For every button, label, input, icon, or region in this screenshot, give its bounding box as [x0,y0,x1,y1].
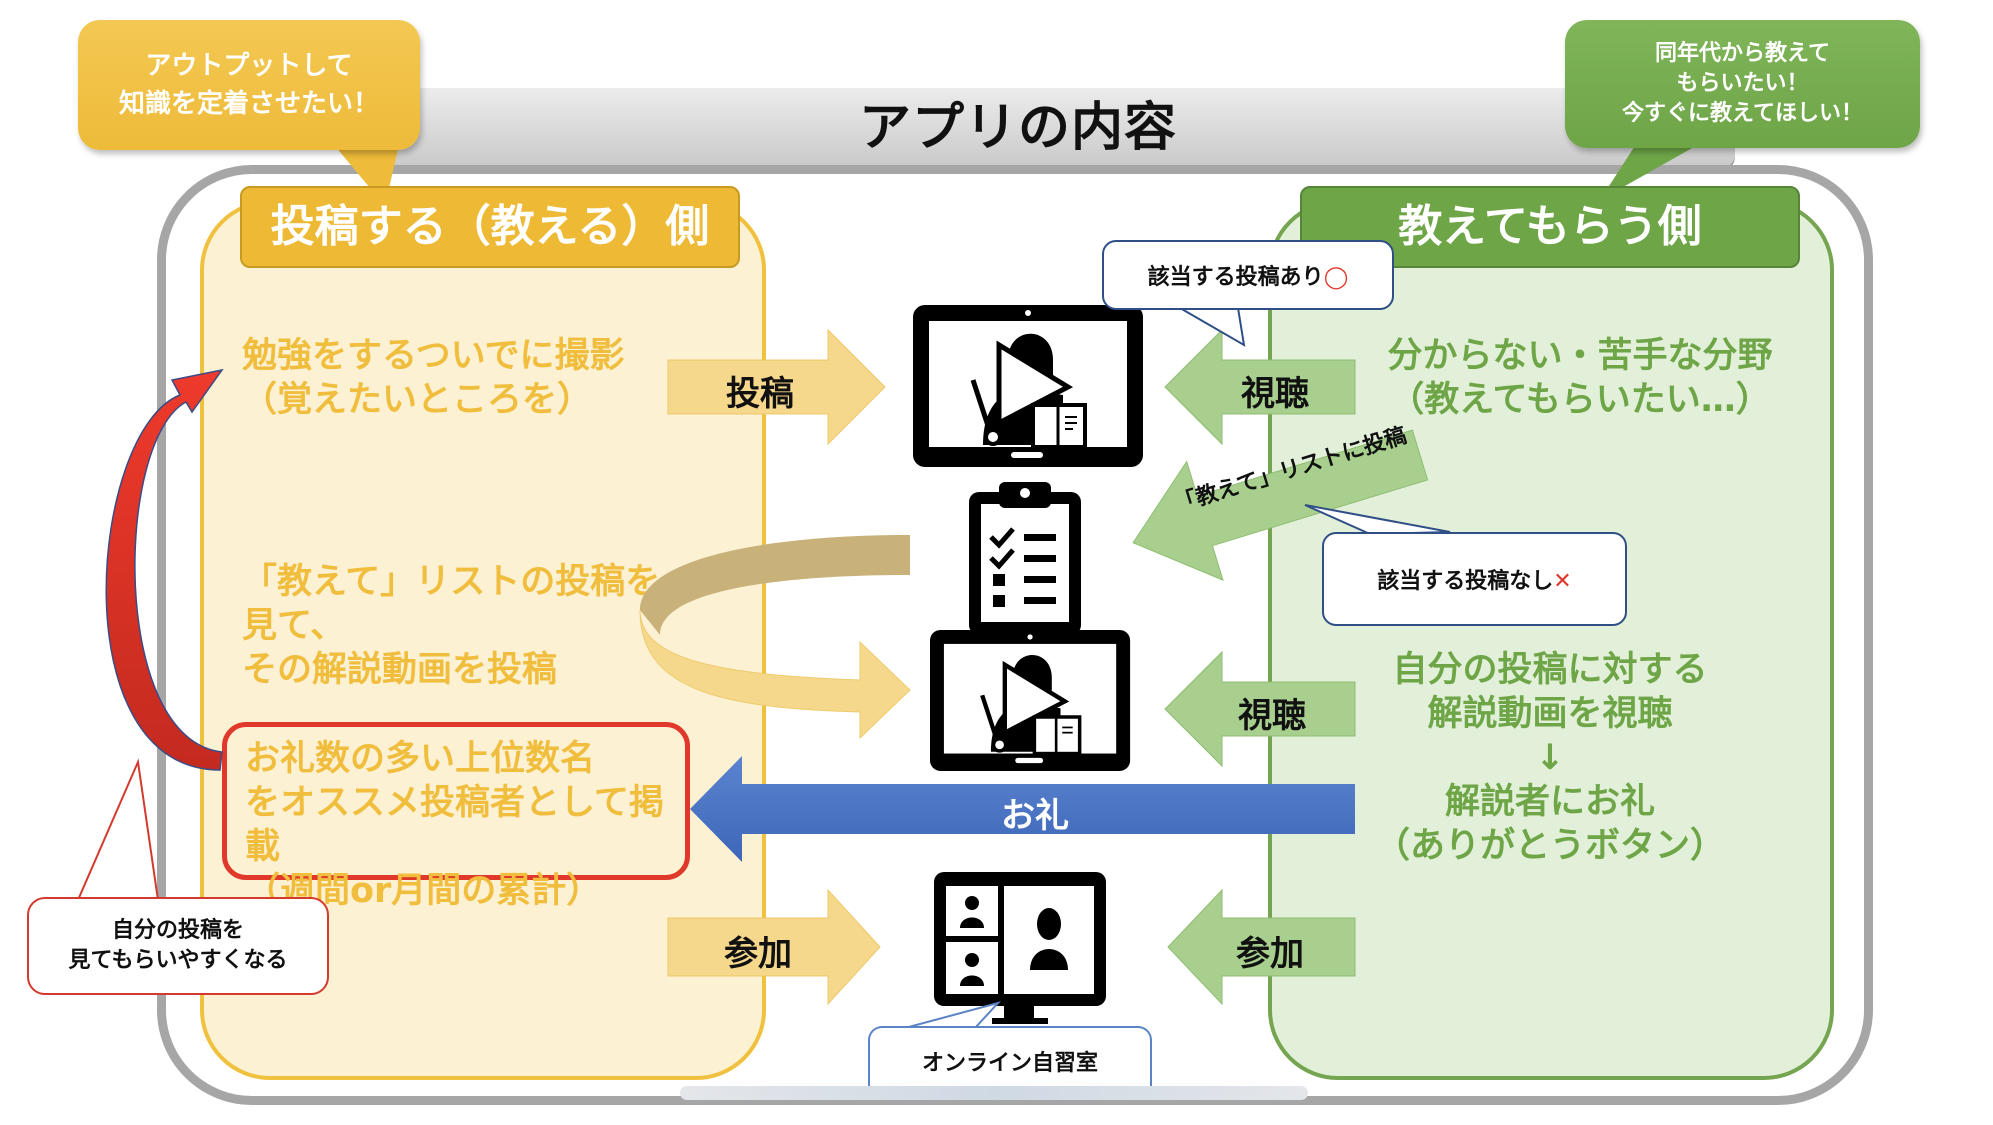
learner-motivation-bubble: 同年代から教えて もらいたい！ 今すぐに教えてほしい！ [1565,20,1920,148]
clipboard-checklist-icon [969,482,1081,635]
join-arrow-right-label: 参加 [1236,934,1304,974]
post-found-label: 該当する投稿あり [1147,265,1324,290]
learner-step-watch-thank: 自分の投稿に対する 解説動画を視聴 ↓ 解説者にお礼 （ありがとうボタン） [1320,648,1780,868]
watch-arrow-top [1164,328,1356,446]
learner-panel [1268,200,1834,1080]
video-tablet-icon [930,630,1131,771]
text-line: お礼数の多い上位数名 [245,739,596,779]
not-found-callout-tail [1304,504,1451,536]
teacher-motivation-bubble: アウトプットして 知識を定着させたい！ [78,20,420,150]
post-arrow-label: 投稿 [726,374,794,414]
text-line: 解説者にお礼 [1444,782,1655,822]
watch-arrow-top-label: 視聴 [1241,374,1309,414]
bubble-line: アウトプットして [145,51,353,81]
bubble-line: 知識を定着させたい！ [118,89,379,119]
text-line: 分からない・苦手な分野 [1387,336,1773,376]
request-list-arrow [1132,429,1429,581]
page-title: アプリの内容 [858,98,1177,158]
visibility-callout: 自分の投稿を 見てもらいやすくなる [27,897,329,995]
post-arrow [667,328,886,446]
title-bar [380,88,1735,168]
join-arrow-left-label: 参加 [724,934,792,974]
video-conference-monitor-icon [934,872,1106,1024]
join-arrow-right [1167,888,1356,1006]
horizontal-scrollbar[interactable] [680,1086,1308,1100]
post-found-text: 該当する投稿あり◯ [1104,259,1392,291]
post-not-found-label: 該当する投稿なし [1377,569,1554,594]
text-line: をオススメ投稿者として掲載 [245,783,664,867]
curved-answer-arrow-back [640,535,910,635]
text-line: 解説動画を視聴 [1427,694,1673,734]
post-not-found-callout: 該当する投稿なし✕ [1322,532,1627,626]
thanks-arrow [690,756,1355,862]
text-line: 勉強をするついでに撮影 [242,336,625,376]
bubble-line: もらいたい！ [1676,71,1809,96]
join-arrow-left [667,888,881,1006]
feedback-loop-arrow [105,368,224,771]
bubble-line: 今すぐに教えてほしい！ [1622,101,1863,126]
text-line: その解説動画を投稿 [242,650,558,690]
cross-mark-icon: ✕ [1553,569,1572,594]
text-line: 自分の投稿に対する [1392,650,1708,690]
down-arrow-icon: ↓ [1535,738,1565,778]
video-tablet-icon [913,305,1143,467]
outer-frame [157,165,1873,1105]
bubble-line: 同年代から教えて [1655,41,1830,66]
post-found-callout: 該当する投稿あり◯ [1102,240,1394,310]
reco-callout-tail [76,758,160,901]
teacher-step-answer: 「教えて」リストの投稿を 見て、 その解説動画を投稿 [242,560,660,692]
post-not-found-text: 該当する投稿なし✕ [1324,563,1625,595]
online-study-room-callout: オンライン自習室 [868,1026,1152,1088]
text-line: （覚えたいところを） [242,380,593,420]
text-line: 「教えて」リストの投稿を [242,562,661,602]
watch-arrow-mid-label: 視聴 [1238,696,1306,736]
recommended-posters-box: お礼数の多い上位数名 をオススメ投稿者として掲載 （週間or月間の累計） [222,722,690,911]
teacher-step-record: 勉強をするついでに撮影 （覚えたいところを） [242,334,625,422]
thanks-arrow-label: お礼 [1001,796,1069,836]
text-line: （ありがとうボタン） [1374,826,1725,866]
text-line: （教えてもらいたい…） [1389,380,1771,420]
teacher-panel-header: 投稿する（教える）側 [240,186,740,268]
circle-mark-icon: ◯ [1323,265,1349,290]
text-line: 見て、 [242,606,346,646]
green-bubble-tail [1600,138,1710,200]
learner-step-need: 分からない・苦手な分野 （教えてもらいたい…） [1340,334,1820,422]
online-room-callout-tail [904,1001,1002,1029]
curved-answer-arrow-front [639,609,911,740]
callout-line: 見てもらいやすくなる [68,948,288,973]
callout-line: 自分の投稿を [111,918,244,943]
watch-arrow-mid [1164,650,1356,768]
